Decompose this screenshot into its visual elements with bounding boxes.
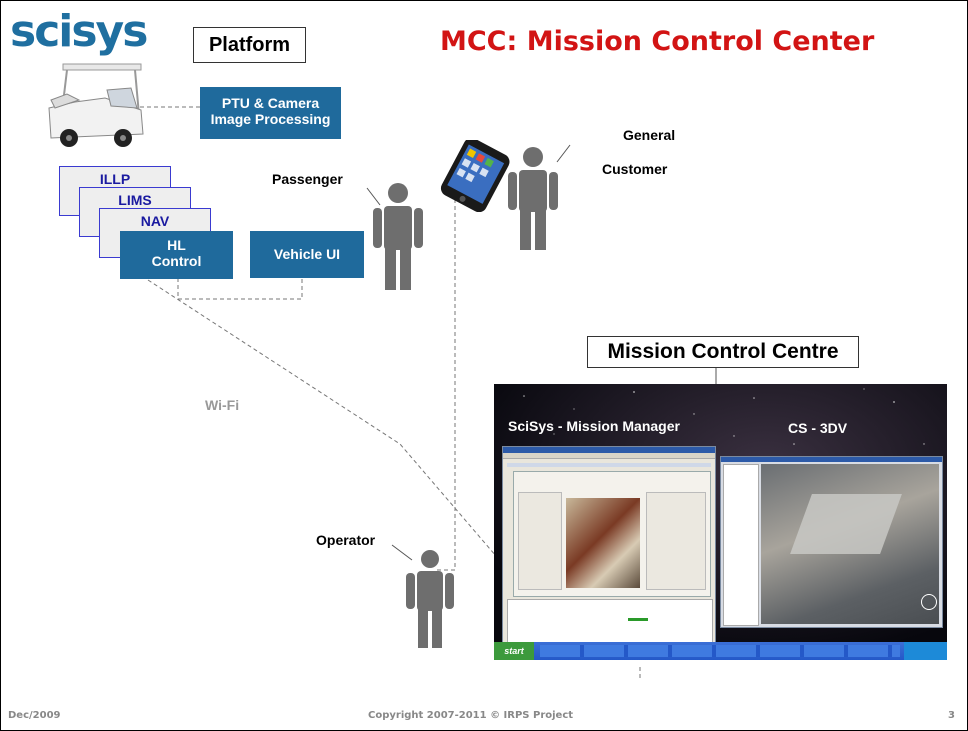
smartphone-icon <box>440 140 510 212</box>
footer-date: Dec/2009 <box>8 710 61 721</box>
general-pointer <box>556 144 571 163</box>
customer-operator-link <box>437 185 456 571</box>
person-icon <box>373 183 423 290</box>
window-tabs <box>507 463 711 467</box>
hl-vehicle-link <box>177 278 303 300</box>
platform-label: Platform <box>193 27 306 63</box>
passenger-pointer <box>366 187 381 206</box>
ptu-line2: Image Processing <box>210 111 331 127</box>
mcc-screenshot: SciSys - Mission Manager CS - 3DV start <box>494 384 947 660</box>
cs3dv-tree <box>723 464 759 626</box>
right-controls <box>646 492 706 590</box>
hl-line1: HL <box>167 237 186 253</box>
footer-copyright: Copyright 2007-2011 © IRPS Project <box>368 710 574 721</box>
taskbar-items <box>540 645 900 657</box>
compass-icon <box>921 594 937 610</box>
passenger-label: Passenger <box>272 171 343 187</box>
system-tray <box>904 642 947 660</box>
3d-view <box>761 464 939 624</box>
mission-manager-window <box>502 446 716 648</box>
start-button: start <box>494 642 534 660</box>
footer-page-number: 3 <box>948 710 955 721</box>
terminal-building <box>790 494 902 554</box>
hl-line2: Control <box>151 253 202 269</box>
timeline-panel <box>507 599 713 643</box>
ptu-camera-box: PTU & Camera Image Processing <box>200 87 341 139</box>
camera-image <box>566 498 640 588</box>
person-icon <box>406 550 454 648</box>
window-menubar <box>503 453 715 459</box>
inner-panel <box>513 471 711 597</box>
hl-control-box: HL Control <box>120 231 233 279</box>
golf-cart-icon <box>48 63 144 147</box>
wifi-link <box>147 279 497 557</box>
customer-label: Customer <box>602 161 668 177</box>
taskbar: start <box>494 642 947 660</box>
page-title: MCC: Mission Control Center <box>440 26 875 57</box>
mcc-title: Mission Control Centre <box>587 336 859 368</box>
operator-label: Operator <box>316 532 376 548</box>
nav-label: NAV <box>140 213 170 229</box>
illp-label: ILLP <box>99 171 131 187</box>
person-icon <box>508 147 558 250</box>
scisys-logo: scisys <box>10 6 148 57</box>
operator-pointer <box>391 544 413 561</box>
cs3dv-label: CS - 3DV <box>788 420 848 436</box>
wifi-label: Wi-Fi <box>205 397 240 413</box>
left-controls <box>518 492 562 590</box>
ptu-line1: PTU & Camera <box>221 95 320 111</box>
vehicle-ui-box: Vehicle UI <box>250 231 364 278</box>
window-titlebar <box>503 447 715 453</box>
cs3dv-titlebar <box>721 457 942 462</box>
mission-manager-label: SciSys - Mission Manager <box>508 418 680 434</box>
lims-label: LIMS <box>118 192 152 208</box>
general-label: General <box>623 127 676 143</box>
timeline-bar <box>628 618 648 621</box>
cs3dv-window <box>720 456 943 628</box>
